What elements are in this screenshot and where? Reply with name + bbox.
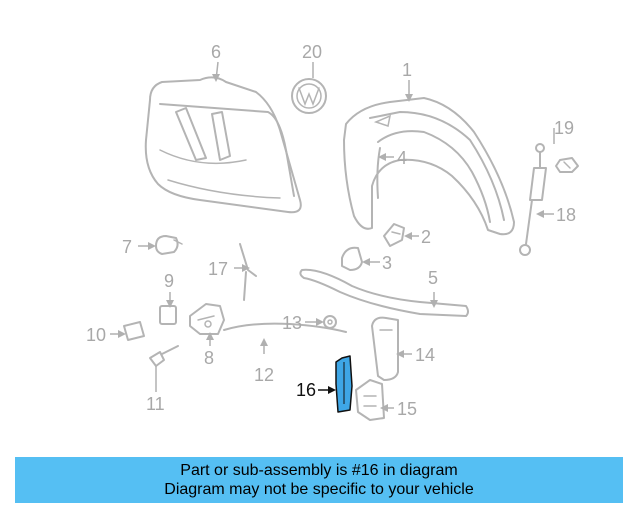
- callout-17[interactable]: 17: [208, 259, 228, 279]
- part-19-clip[interactable]: [555, 157, 579, 173]
- callout-14[interactable]: 14: [415, 345, 435, 365]
- banner-line-1: Part or sub-assembly is #16 in diagram: [180, 462, 458, 479]
- part-6-insulator[interactable]: [144, 76, 302, 214]
- parts-diagram: 1 2 3 4 5 6 7 8 9 10 11 12 13 14 15 16 1…: [86, 42, 579, 421]
- callout-20[interactable]: 20: [302, 42, 322, 62]
- part-17-rod[interactable]: [239, 243, 257, 301]
- callout-1[interactable]: 1: [402, 60, 412, 80]
- banner-line-2: Diagram may not be specific to your vehi…: [164, 481, 474, 498]
- part-15-hinge-base[interactable]: [355, 379, 385, 421]
- callout-15[interactable]: 15: [397, 399, 417, 419]
- callout-9[interactable]: 9: [164, 271, 174, 291]
- callout-3[interactable]: 3: [382, 253, 392, 273]
- callout-10[interactable]: 10: [86, 325, 106, 345]
- arrowheads: [118, 74, 544, 412]
- callout-2[interactable]: 2: [421, 227, 431, 247]
- info-banner: Part or sub-assembly is #16 in diagram D…: [15, 457, 623, 503]
- part-14-hinge[interactable]: [371, 316, 399, 381]
- callout-8[interactable]: 8: [204, 348, 214, 368]
- part-1-hood[interactable]: [343, 97, 515, 236]
- callout-13[interactable]: 13: [282, 313, 302, 333]
- callout-11[interactable]: 11: [146, 394, 165, 414]
- part-18-strut[interactable]: [519, 143, 547, 256]
- callout-18[interactable]: 18: [556, 205, 576, 225]
- callout-12[interactable]: 12: [254, 365, 274, 385]
- part-10-clip[interactable]: [123, 321, 145, 341]
- callout-7[interactable]: 7: [122, 237, 132, 257]
- part-9-block[interactable]: [159, 305, 177, 325]
- callout-19[interactable]: 19: [554, 118, 574, 138]
- callout-labels: 1 2 3 4 5 6 7 8 9 10 11 12 13 14 15 16 1…: [86, 42, 576, 419]
- part-13-grommet[interactable]: [323, 315, 337, 329]
- part-20-emblem[interactable]: [291, 78, 327, 114]
- part-8-latch[interactable]: [189, 303, 225, 335]
- part-2-bracket[interactable]: [383, 223, 405, 247]
- part-5-seal[interactable]: [299, 268, 469, 317]
- callout-6[interactable]: 6: [211, 42, 221, 62]
- part-11-bolt[interactable]: [149, 345, 179, 367]
- callout-16[interactable]: 16: [296, 380, 316, 400]
- callout-5[interactable]: 5: [428, 268, 438, 288]
- callout-4[interactable]: 4: [397, 148, 407, 168]
- part-7-bumper[interactable]: [155, 235, 183, 255]
- part-3-block[interactable]: [341, 246, 363, 271]
- part-16-bracket-highlighted[interactable]: [335, 355, 353, 413]
